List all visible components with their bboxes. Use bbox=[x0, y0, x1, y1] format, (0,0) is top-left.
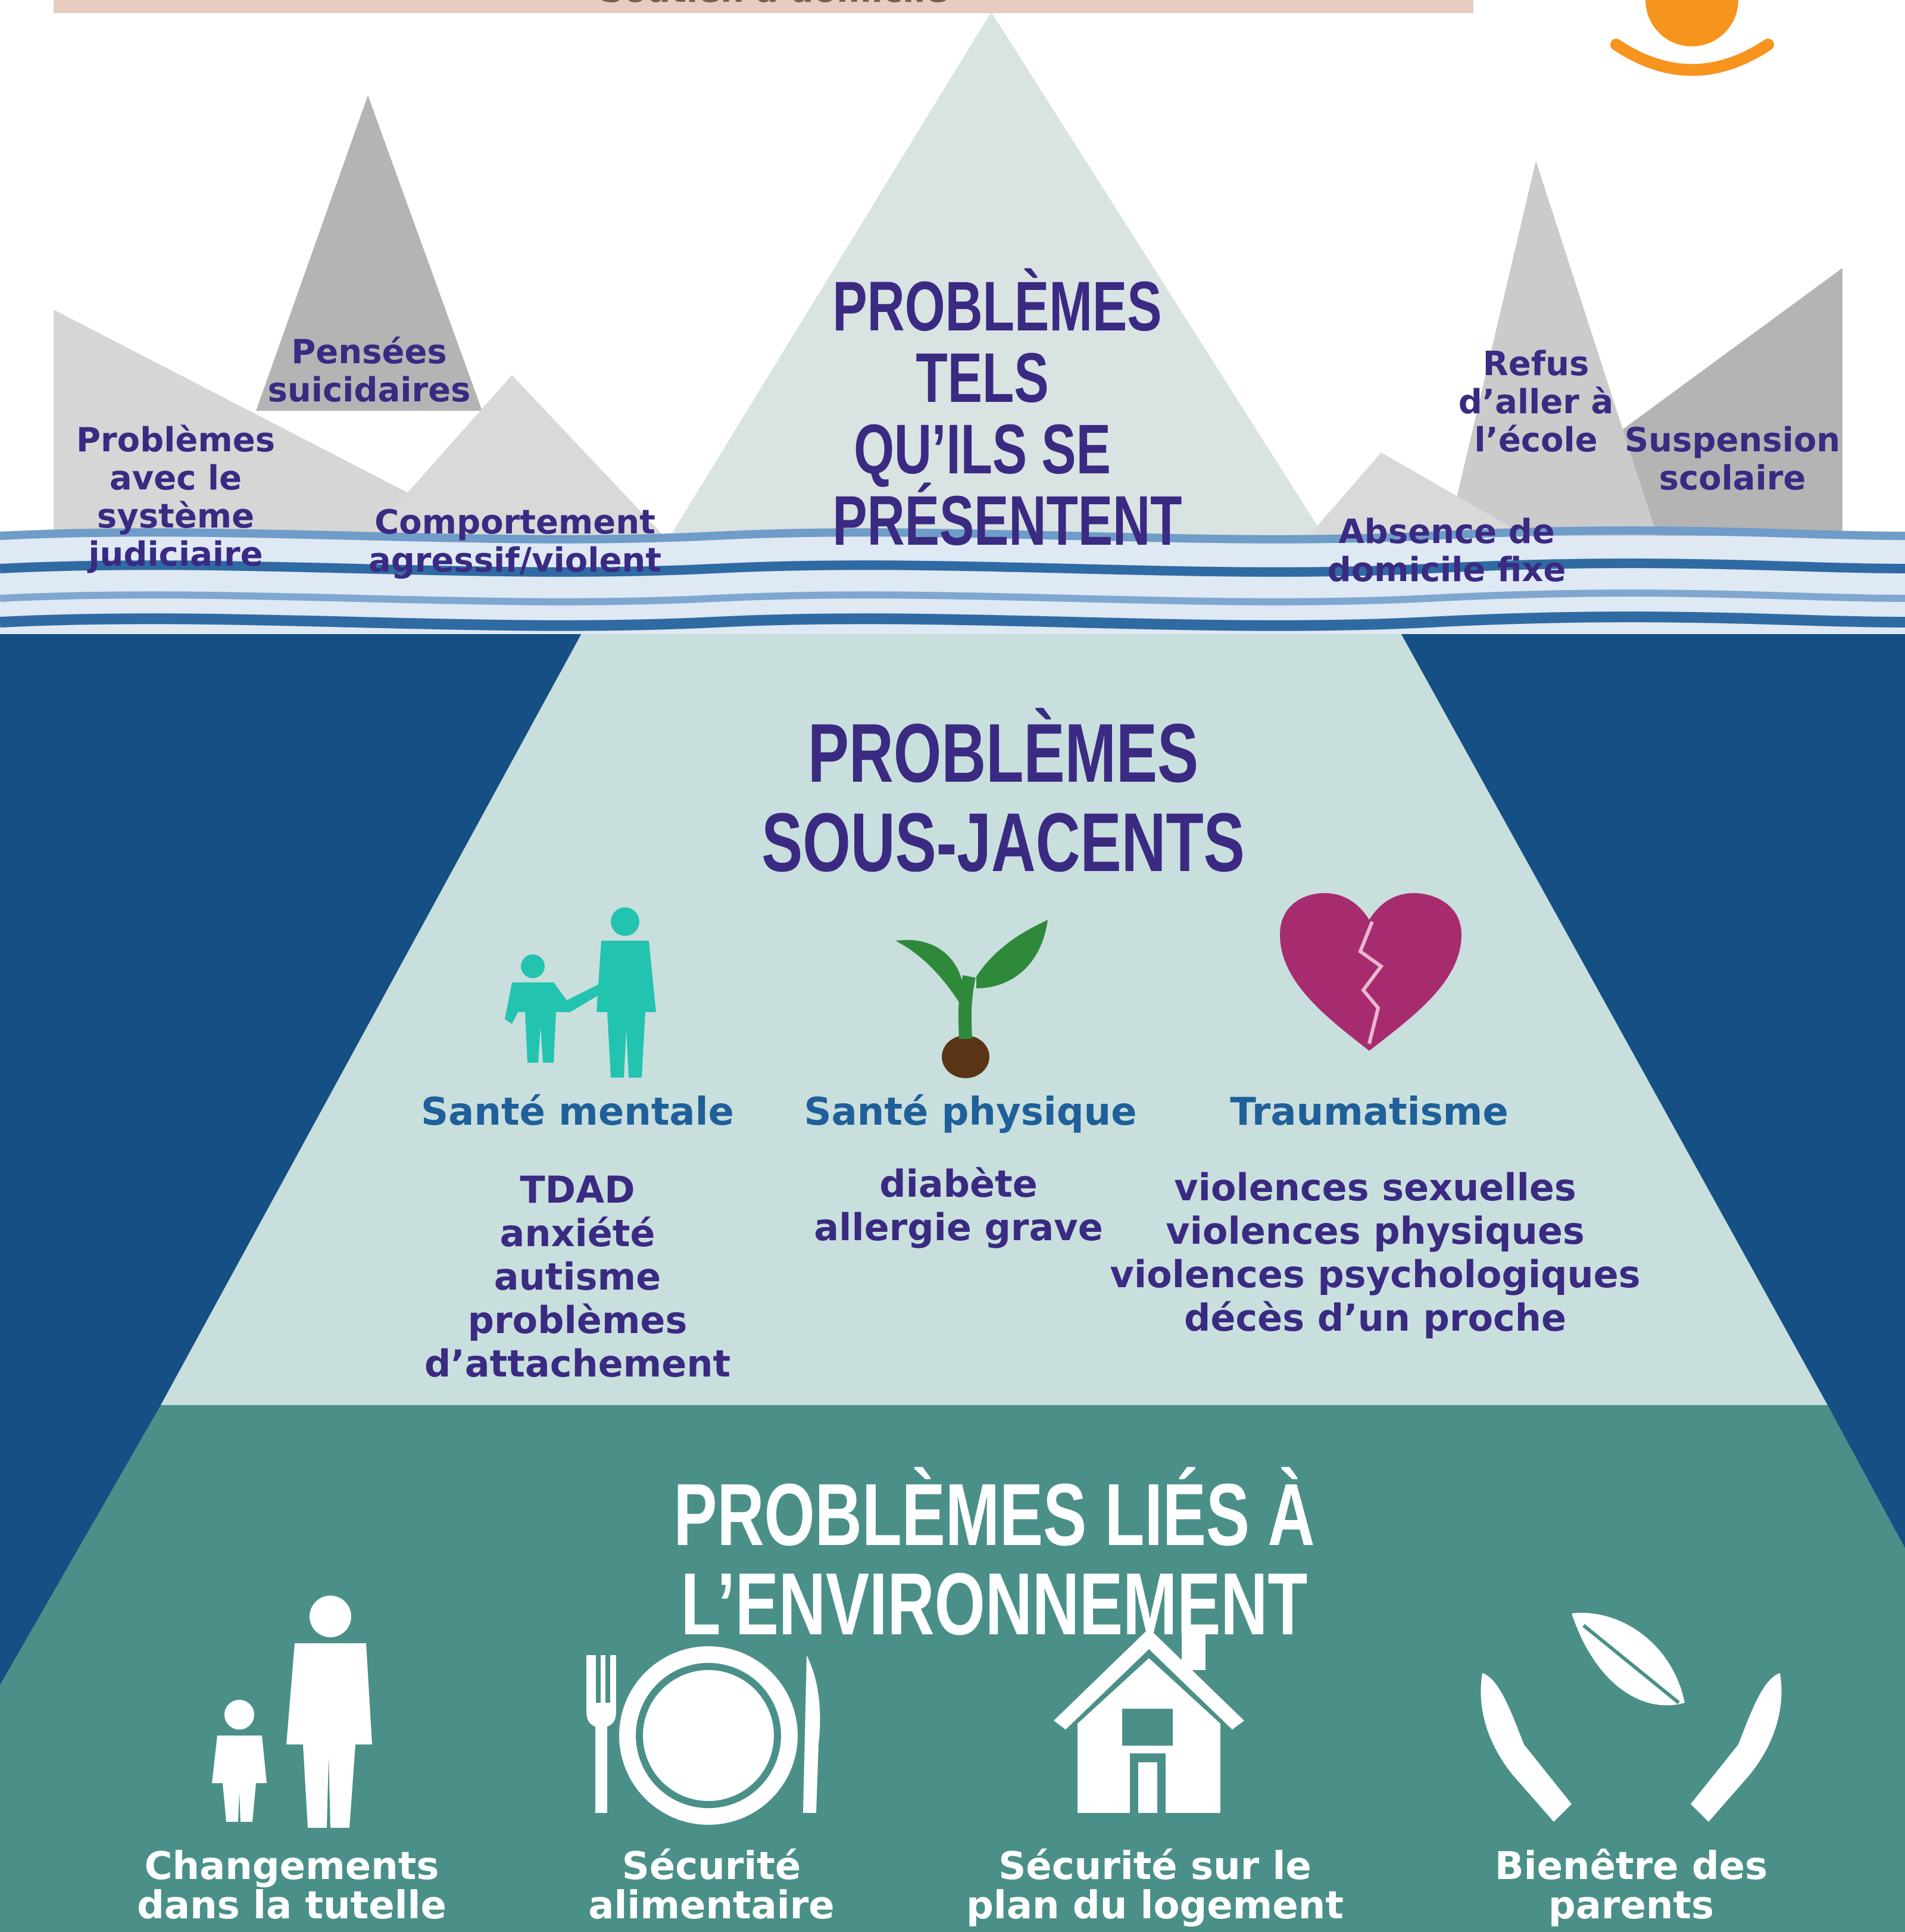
peak-shape-1 bbox=[54, 310, 411, 595]
env-label-logement: Sécurité sur le plan du logement bbox=[966, 1844, 1344, 1928]
wave-2 bbox=[0, 558, 1905, 577]
sun-cradle bbox=[1610, 39, 1774, 76]
house-icon bbox=[1054, 1628, 1244, 1813]
wave-1 bbox=[0, 526, 1905, 544]
tip-title: PROBLÈMES TELS QU’ILS SE PRÉSENTENT bbox=[832, 267, 1182, 560]
peak-shape-2 bbox=[256, 95, 482, 411]
broken-heart-icon bbox=[1280, 893, 1461, 1051]
col-items-traumatisme: violences sexuelles violences physiques … bbox=[1110, 1166, 1641, 1340]
iceberg-underwater bbox=[161, 619, 1828, 1405]
peak-shape-4 bbox=[1607, 268, 1842, 566]
col-title-sante-physique: Santé physique bbox=[804, 1090, 1137, 1134]
wave-4 bbox=[0, 611, 1905, 631]
main-peak bbox=[667, 12, 1328, 542]
plate-icon bbox=[586, 1646, 820, 1825]
environment-title: PROBLÈMES LIÉS À L’ENVIRONNEMENT bbox=[673, 1466, 1315, 1653]
wave-3 bbox=[0, 589, 1905, 605]
peak-shape-5 bbox=[1441, 161, 1667, 566]
environment-band bbox=[0, 1405, 1905, 1932]
col-title-traumatisme: Traumatisme bbox=[1230, 1090, 1509, 1134]
plant-icon bbox=[895, 920, 1048, 1078]
peak-label-absence: Absence de domicile fixe bbox=[1327, 513, 1566, 589]
peak-label-suspension: Suspension scolaire bbox=[1624, 421, 1841, 498]
peak-label-comportement: Comportement agressif/violent bbox=[368, 503, 662, 580]
peak-label-judiciaire: Problèmes avec le système judiciaire bbox=[76, 421, 276, 574]
peak-label-refus-ecole: Refus d’aller à l’école bbox=[1458, 345, 1614, 460]
peak-label-suicidaires: Pensées suicidaires bbox=[267, 333, 471, 410]
env-label-parents: Bienêtre des parents bbox=[1494, 1844, 1768, 1928]
env-label-tutelle: Changements dans la tutelle bbox=[137, 1844, 446, 1928]
caring-hands-leaf-icon bbox=[1481, 1612, 1782, 1822]
family-icon bbox=[505, 907, 656, 1078]
parent-child-icon bbox=[212, 1596, 372, 1828]
col-items-sante-physique: diabète allergie grave bbox=[814, 1162, 1103, 1249]
col-items-sante-mentale: TDAD anxiété autisme problèmes d’attache… bbox=[424, 1168, 731, 1385]
banner-text: Soutien à domicile bbox=[536, 0, 1012, 8]
sun-icon bbox=[1645, 0, 1738, 46]
col-title-sante-mentale: Santé mentale bbox=[421, 1090, 734, 1134]
banner-bar bbox=[54, 0, 1473, 13]
env-label-alimentaire: Sécurité alimentaire bbox=[588, 1844, 835, 1928]
underlying-title: PROBLÈMES SOUS-JACENTS bbox=[761, 706, 1245, 889]
